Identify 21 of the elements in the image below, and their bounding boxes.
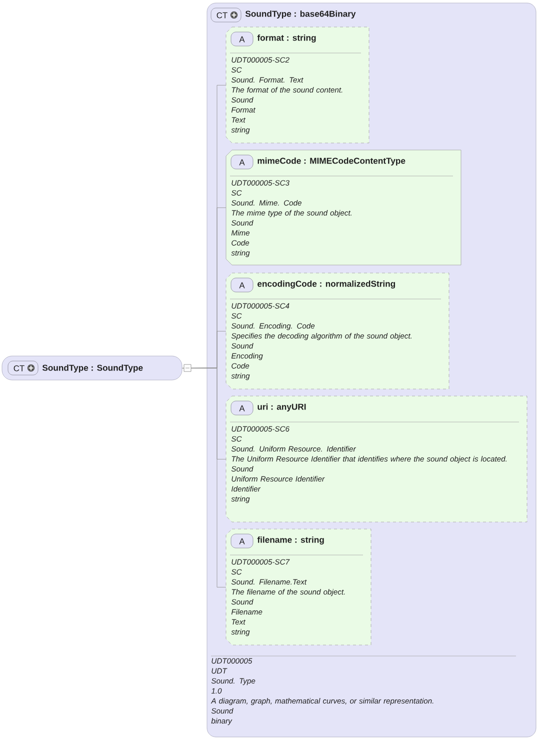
element-box: [2, 356, 182, 380]
attribute-box: [226, 396, 528, 522]
type-badge: CT: [210, 8, 242, 22]
attribute-box: [226, 528, 372, 646]
type-badge: A: [230, 534, 254, 548]
type-badge: A: [230, 278, 254, 292]
attribute-box: [226, 26, 370, 144]
attribute-title: format : string: [257, 34, 316, 43]
attribute-title: filename : string: [257, 536, 324, 545]
attribute-title: encodingCode : normalizedString: [258, 280, 396, 289]
type-badge: A: [230, 400, 254, 416]
attribute-title: uri : anyURI: [258, 404, 306, 412]
element-title: SoundType : SoundType: [42, 364, 143, 373]
type-badge: CT: [8, 360, 38, 376]
attribute-box: [226, 150, 462, 266]
connector-line: [182, 368, 226, 588]
attribute-title: mimeCode : MIMECodeContentType: [258, 158, 406, 166]
type-title: SoundType : base64Binary: [245, 10, 356, 19]
type-badge: A: [230, 154, 254, 170]
attribute-box: [226, 272, 450, 390]
type-badge: A: [230, 32, 254, 46]
